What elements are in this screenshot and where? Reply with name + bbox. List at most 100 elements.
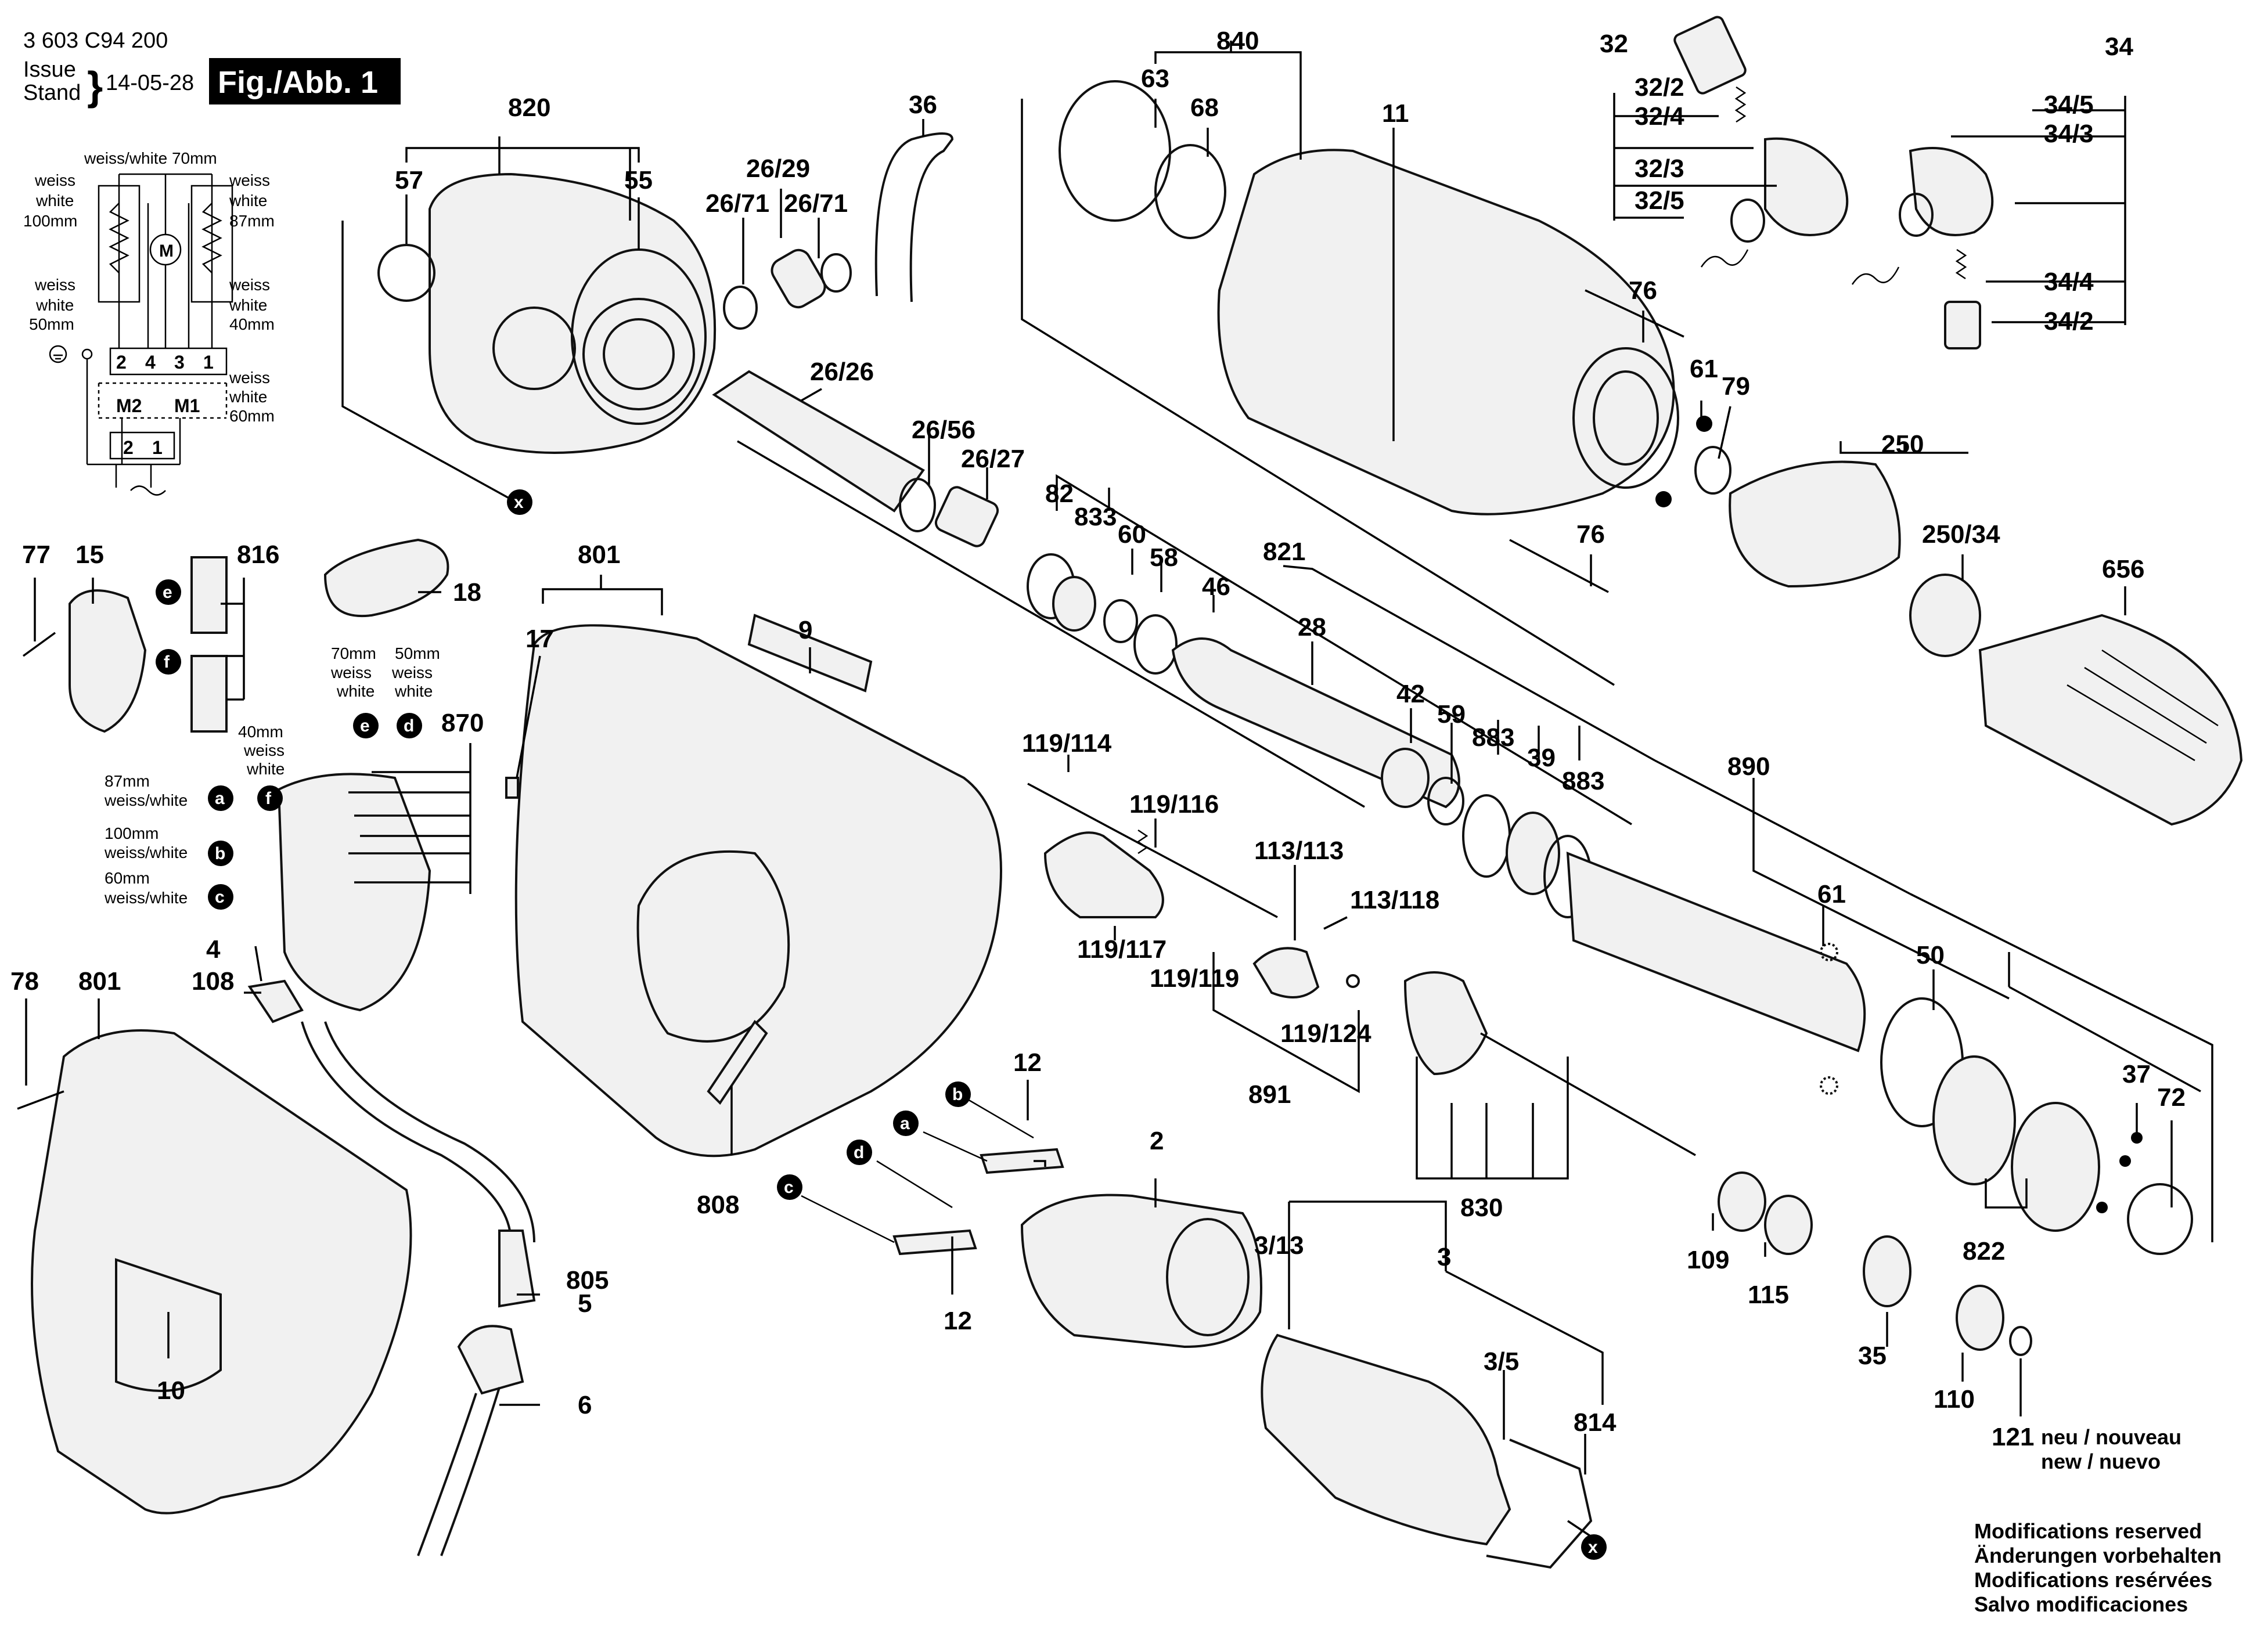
wiring-diagram: weiss/white 70mm weiss white 100mm weiss… bbox=[23, 149, 275, 496]
wire-right-upper-line3: 87mm bbox=[229, 212, 275, 230]
wire-right-mid-line1: weiss bbox=[229, 276, 270, 294]
leaders-35-110-121 bbox=[1886, 1312, 2022, 1416]
label-63: 63 bbox=[1141, 64, 1169, 93]
bracket-32 bbox=[1613, 93, 1777, 221]
label-17: 17 bbox=[525, 625, 554, 653]
bubble-a-lead bbox=[893, 1111, 919, 1136]
handle-grip-opening bbox=[636, 850, 790, 1043]
leader-lines bbox=[25, 41, 2213, 1474]
leaders-12-2 bbox=[951, 1080, 1157, 1295]
label-821: 821 bbox=[1263, 538, 1305, 566]
part-109 bbox=[1718, 1171, 1766, 1232]
switch-w50-line1: 50mm bbox=[395, 644, 440, 662]
label-new-line2: new / nuevo bbox=[2041, 1450, 2161, 1473]
footer-line-3: Modifications resérvées bbox=[1974, 1568, 2212, 1592]
label-808 bbox=[707, 1019, 768, 1105]
label-79: 79 bbox=[1722, 372, 1750, 401]
gear-housing-820 bbox=[429, 172, 717, 454]
housing-nose-inner bbox=[1593, 370, 1659, 466]
plug-terminal-2: 2 bbox=[123, 437, 134, 458]
ball-61-upper-b bbox=[1655, 491, 1672, 507]
leaders-4-108 bbox=[244, 946, 262, 994]
washer-26-71b bbox=[820, 253, 852, 293]
switch-window-10 bbox=[115, 1258, 222, 1392]
leaders-805-6 bbox=[499, 1293, 540, 1406]
washer-26-71a bbox=[723, 286, 758, 330]
shaft-830 bbox=[1480, 1032, 1696, 1156]
label-32-4: 32/4 bbox=[1635, 102, 1684, 131]
leaders-26 bbox=[742, 189, 820, 284]
bracket-3 bbox=[1288, 1200, 1604, 1405]
switch-w60-line2: weiss/white bbox=[104, 889, 188, 907]
label-35: 35 bbox=[1858, 1342, 1887, 1370]
switch-outline bbox=[98, 382, 228, 419]
stator-2 bbox=[1020, 1194, 1262, 1349]
pin-26-29 bbox=[771, 248, 826, 309]
wire-right-lower-line3: 60mm bbox=[229, 407, 275, 425]
wire-left-lower-line2: white bbox=[35, 296, 74, 314]
piston-26-27 bbox=[934, 486, 999, 547]
spring-119-116 bbox=[1136, 829, 1149, 855]
label-816: 816 bbox=[237, 540, 279, 569]
bracket-250 bbox=[1839, 441, 1968, 454]
bubble-f-brush bbox=[156, 649, 181, 675]
label-18 bbox=[323, 538, 449, 618]
label-10: 10 bbox=[157, 1376, 185, 1405]
leaders-82-46 bbox=[1056, 474, 1632, 825]
label-5: 5 bbox=[578, 1289, 592, 1318]
wire-label-top: weiss/white 70mm bbox=[84, 149, 217, 167]
label-26-26: 26/26 bbox=[810, 358, 874, 386]
label-61-upper: 61 bbox=[1690, 355, 1718, 383]
bubble-e-brush bbox=[156, 579, 181, 605]
bubble-x-upper-label: x bbox=[514, 493, 524, 512]
plug-outline bbox=[109, 431, 175, 460]
bracket-840 bbox=[1154, 41, 1302, 160]
leaders-63-68 bbox=[1154, 99, 1209, 157]
wire-right-lower-line1: weiss bbox=[229, 369, 270, 387]
wire-right-upper-line2: white bbox=[229, 192, 267, 210]
stand-label: Stand bbox=[23, 81, 81, 105]
label-32-2: 32/2 bbox=[1635, 73, 1684, 102]
label-119-117: 119/117 bbox=[1077, 935, 1167, 964]
gear-housing-gear bbox=[492, 307, 576, 390]
wire-left-lower-line3: 50mm bbox=[29, 315, 74, 333]
bracket-34 bbox=[1951, 96, 2126, 325]
label-870: 870 bbox=[441, 709, 484, 737]
spindle-890 bbox=[1566, 851, 1866, 1052]
label-9: 9 bbox=[798, 616, 812, 644]
label-110: 110 bbox=[1934, 1385, 1975, 1414]
bubble-a-lead-label: a bbox=[900, 1114, 910, 1133]
label-830: 830 bbox=[1460, 1194, 1503, 1222]
label-34-5: 34/5 bbox=[2044, 91, 2094, 119]
cable-sleeve-6 bbox=[457, 1325, 524, 1395]
issue-date: 14-05-28 bbox=[106, 71, 194, 95]
label-18: 18 bbox=[453, 578, 481, 607]
housing-11 bbox=[1217, 149, 1675, 515]
footer-line-4: Salvo modificaciones bbox=[1974, 1592, 2188, 1616]
label-59: 59 bbox=[1437, 700, 1466, 729]
label-78: 78 bbox=[10, 967, 39, 996]
washer-121 bbox=[2009, 1326, 2032, 1356]
circlip-72 bbox=[2127, 1183, 2193, 1255]
bubble-d-lead-label: d bbox=[854, 1143, 864, 1162]
ball-37c bbox=[2096, 1202, 2108, 1213]
gear-822 bbox=[1932, 1055, 2016, 1185]
leader-17 bbox=[516, 655, 541, 778]
label-6: 6 bbox=[578, 1391, 592, 1419]
label-833: 833 bbox=[1074, 503, 1117, 531]
coil-winding-right bbox=[201, 203, 222, 273]
label-115: 115 bbox=[1748, 1281, 1789, 1309]
bubble-c-switch bbox=[208, 884, 233, 910]
terminal-3: 3 bbox=[174, 352, 185, 373]
part-115 bbox=[1764, 1195, 1813, 1255]
label-3-5: 3/5 bbox=[1484, 1347, 1519, 1376]
label-34: 34 bbox=[2105, 33, 2133, 61]
gear-housing-bore bbox=[582, 298, 695, 410]
ball-61-upper bbox=[1696, 416, 1712, 432]
bubble-f-brush-label: f bbox=[164, 652, 170, 672]
label-72: 72 bbox=[2157, 1083, 2186, 1112]
terminal-block bbox=[109, 347, 228, 376]
terminal-1: 2 bbox=[116, 352, 127, 373]
bracket-830 bbox=[1416, 1057, 1569, 1180]
bracket-890 bbox=[1654, 759, 2010, 1000]
